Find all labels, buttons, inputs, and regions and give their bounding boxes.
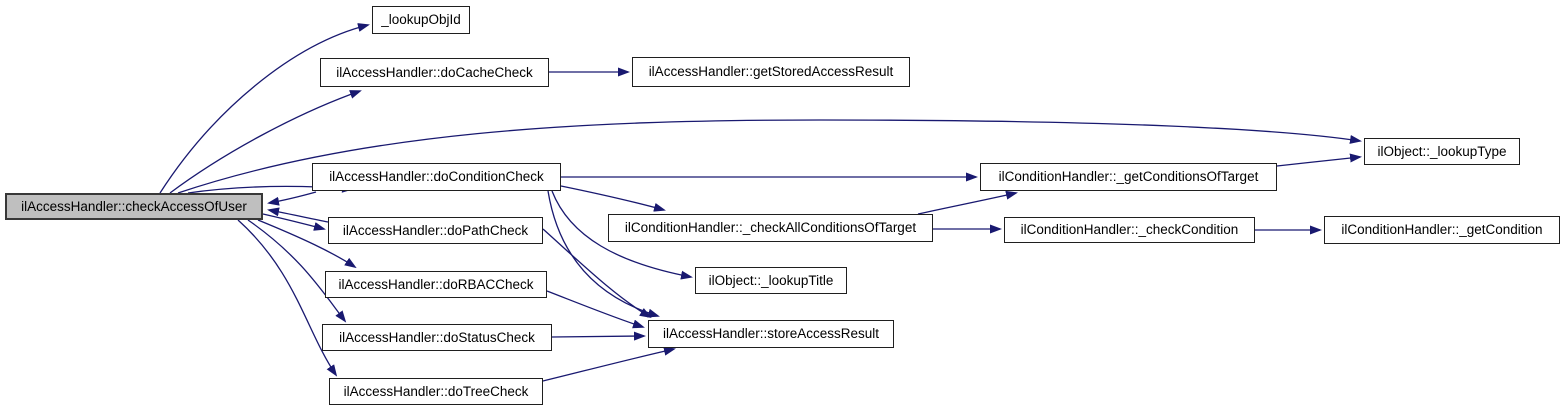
edge-do-path-check-to-check-access-of-user — [267, 207, 329, 223]
graph-node-get-stored-access-result[interactable]: ilAccessHandler::getStoredAccessResult — [632, 57, 910, 87]
edge-check-access-of-user-to-do-path-check — [262, 213, 326, 231]
graph-node-check-all-conditions-of-target[interactable]: ilConditionHandler::_checkAllConditionsO… — [608, 214, 933, 242]
edge-check-access-of-user-to-do-cache-check — [169, 90, 362, 194]
graph-node-check-access-of-user: ilAccessHandler::checkAccessOfUser — [5, 193, 263, 220]
graph-node-label: ilConditionHandler::_getCondition — [1341, 222, 1543, 238]
graph-node-label: ilObject::_lookupType — [1377, 143, 1507, 159]
graph-node-label: ilAccessHandler::getStoredAccessResult — [648, 64, 894, 80]
graph-node-get-conditions-of-target[interactable]: ilConditionHandler::_getConditionsOfTarg… — [980, 163, 1277, 191]
graph-node-label: ilAccessHandler::storeAccessResult — [662, 326, 880, 342]
edge-do-tree-check-to-store-access-result — [542, 346, 676, 382]
graph-node-store-access-result[interactable]: ilAccessHandler::storeAccessResult — [648, 320, 894, 348]
edge-do-condition-check-to-check-all-conditions-of-target — [560, 185, 666, 212]
edge-check-access-of-user-to-lookup-obj-id — [159, 23, 370, 194]
edge-check-access-of-user-to-do-tree-check — [237, 219, 338, 377]
graph-node-lookup-type[interactable]: ilObject::_lookupType — [1364, 138, 1520, 165]
graph-node-do-tree-check[interactable]: ilAccessHandler::doTreeCheck — [329, 378, 543, 405]
graph-node-do-cache-check[interactable]: ilAccessHandler::doCacheCheck — [320, 58, 549, 87]
graph-node-label: ilAccessHandler::doRBACCheck — [338, 276, 534, 292]
graph-node-label: ilAccessHandler::doTreeCheck — [343, 383, 529, 399]
edge-do-status-check-to-store-access-result — [551, 331, 646, 341]
graph-node-label: ilAccessHandler::doCacheCheck — [336, 64, 533, 80]
edge-do-condition-check-to-check-access-of-user — [267, 191, 317, 206]
graph-node-label: ilAccessHandler::doPathCheck — [342, 222, 529, 238]
edge-do-rbac-check-to-store-access-result — [546, 290, 645, 329]
graph-node-label: ilObject::_lookupTitle — [708, 272, 834, 288]
graph-node-do-condition-check[interactable]: ilAccessHandler::doConditionCheck — [312, 163, 561, 191]
graph-node-label: ilConditionHandler::_getConditionsOfTarg… — [998, 169, 1259, 185]
edge-check-access-of-user-to-do-status-check — [247, 219, 347, 323]
graph-node-lookup-obj-id[interactable]: _lookupObjId — [372, 6, 470, 34]
graph-node-get-condition[interactable]: ilConditionHandler::_getCondition — [1324, 216, 1560, 244]
graph-node-lookup-title[interactable]: ilObject::_lookupTitle — [695, 267, 847, 294]
graph-node-label: _lookupObjId — [381, 12, 461, 28]
graph-node-label: ilAccessHandler::doStatusCheck — [339, 329, 535, 345]
edge-check-access-of-user-to-do-rbac-check — [257, 219, 357, 269]
edge-check-access-of-user-to-lookup-type — [177, 119, 1362, 194]
graph-node-do-status-check[interactable]: ilAccessHandler::doStatusCheck — [322, 324, 552, 351]
edge-check-all-conditions-of-target-to-get-conditions-of-target — [917, 190, 1018, 215]
graph-node-label: ilAccessHandler::checkAccessOfUser — [21, 198, 247, 214]
graph-node-label: ilConditionHandler::_checkAllConditionsO… — [624, 220, 917, 236]
graph-node-label: ilAccessHandler::doConditionCheck — [329, 169, 544, 185]
edge-do-path-check-to-store-access-result — [542, 228, 652, 319]
graph-node-do-path-check[interactable]: ilAccessHandler::doPathCheck — [328, 217, 543, 244]
graph-node-do-rbac-check[interactable]: ilAccessHandler::doRBACCheck — [325, 271, 547, 298]
graph-node-label: ilConditionHandler::_checkCondition — [1020, 222, 1239, 238]
edge-do-condition-check-to-lookup-title — [551, 190, 693, 280]
graph-node-check-condition[interactable]: ilConditionHandler::_checkCondition — [1004, 217, 1255, 243]
edge-get-conditions-of-target-to-lookup-type — [1276, 153, 1362, 167]
